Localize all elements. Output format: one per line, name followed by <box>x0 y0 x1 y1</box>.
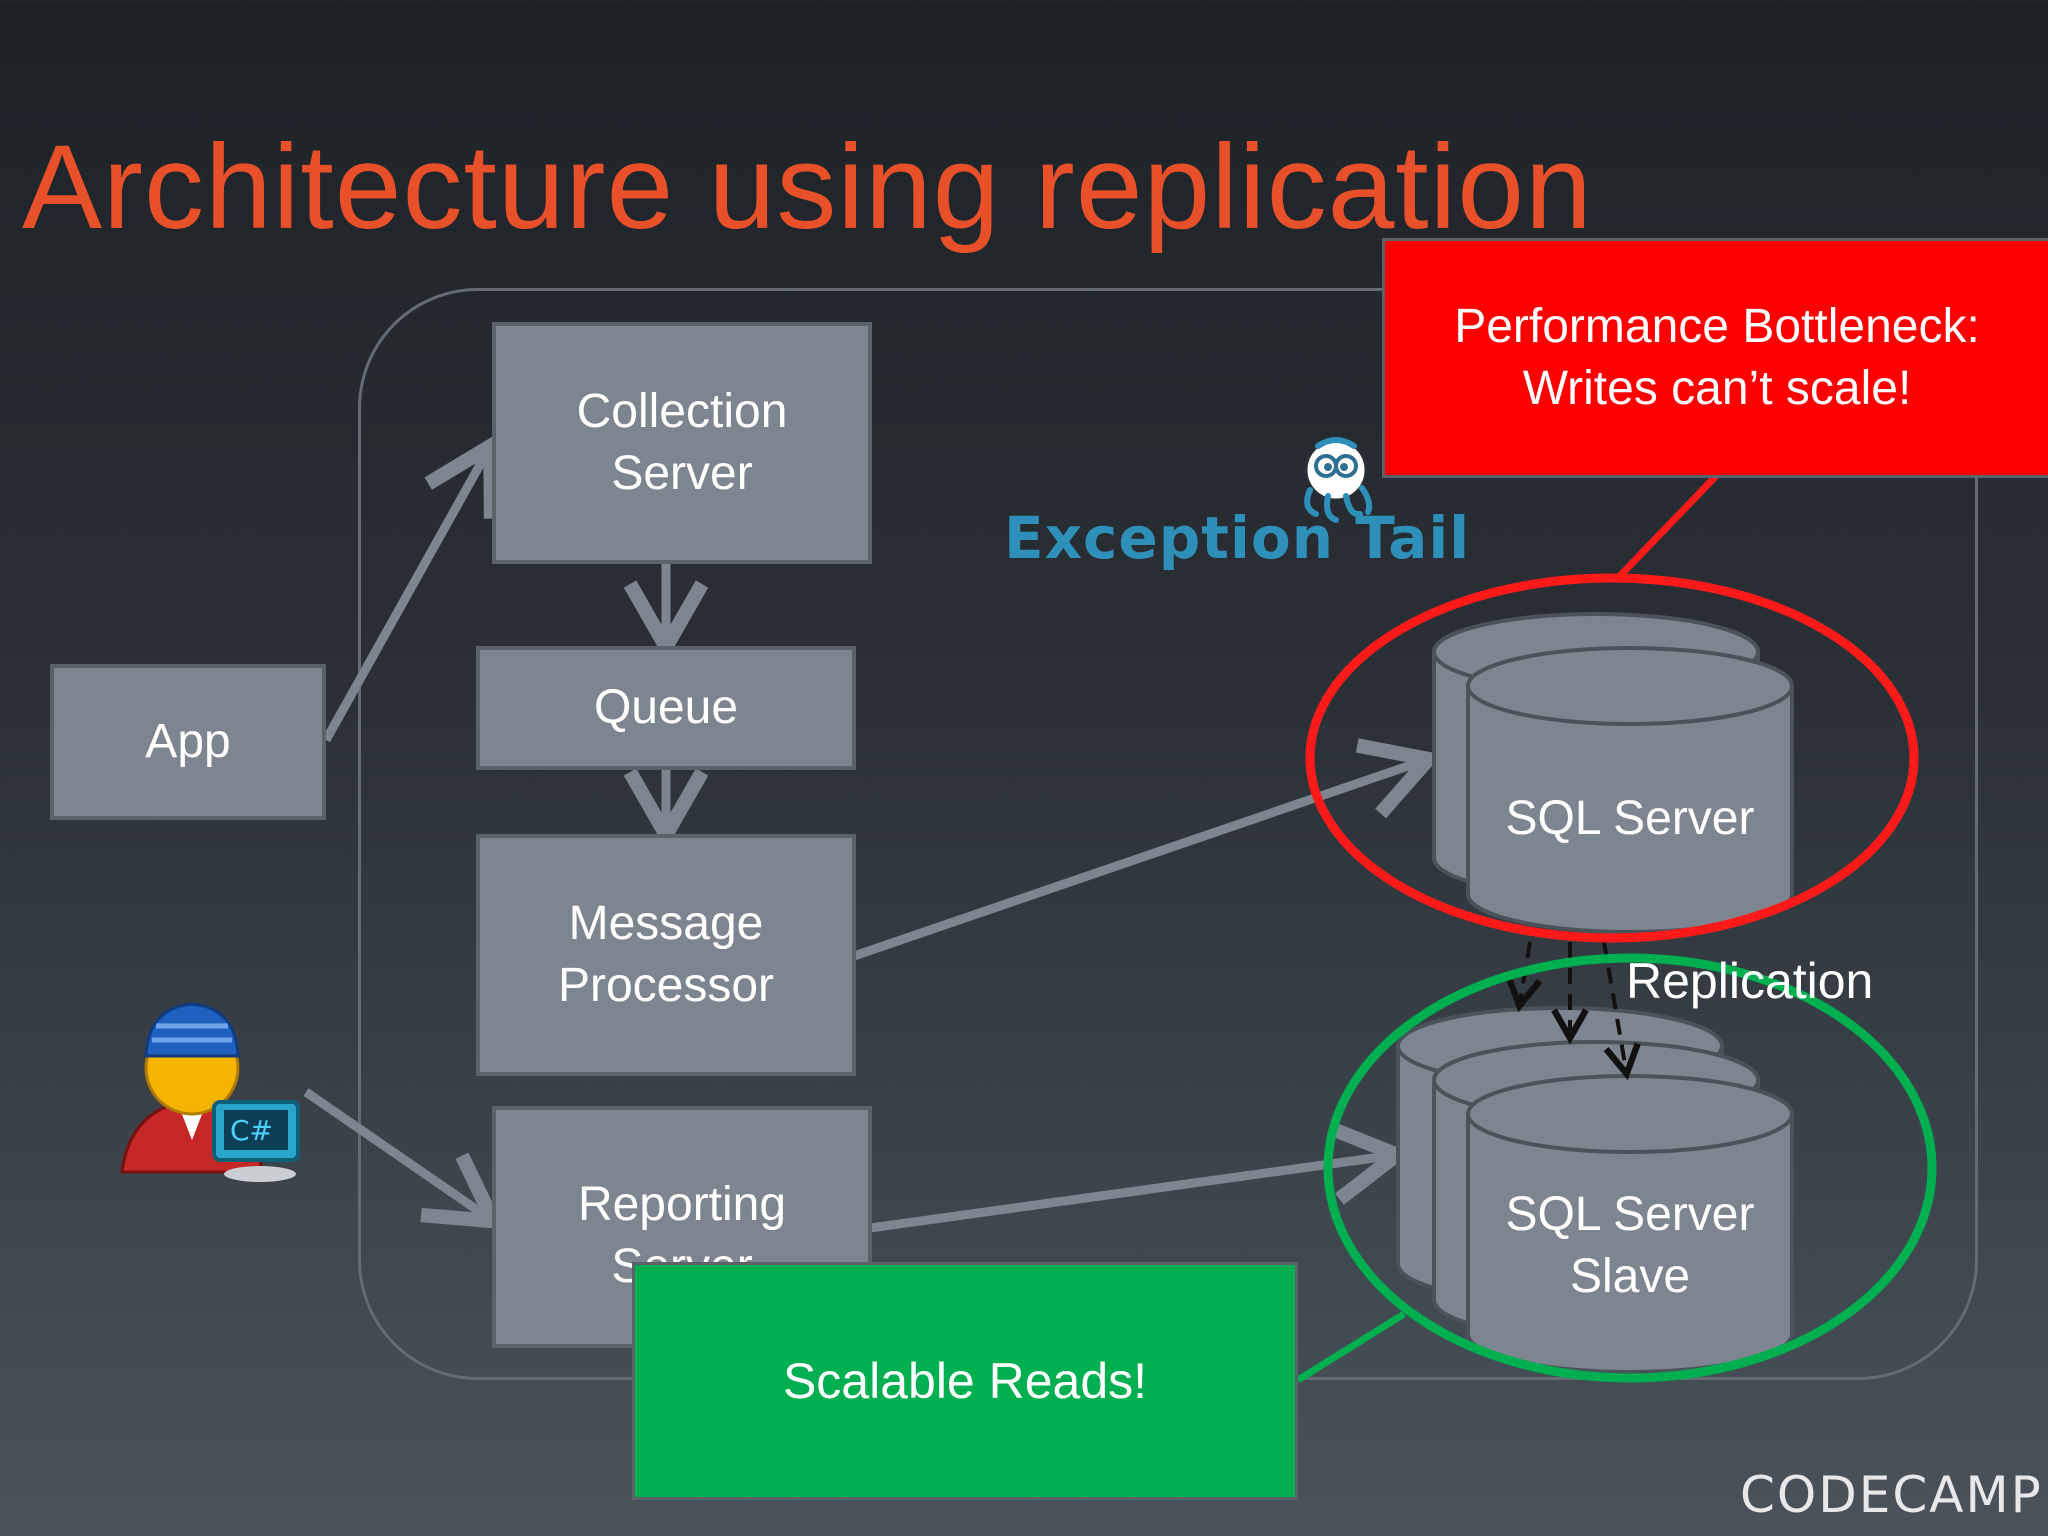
sql-server-slave-cylinder <box>1396 1006 1794 1374</box>
arrow-reporting-to-slave <box>869 1121 1412 1233</box>
message-processor-box: Message Processor <box>476 834 856 1076</box>
sql-server-cylinder <box>1432 612 1794 934</box>
bottleneck-callout: Performance Bottleneck: Writes can’t sca… <box>1382 238 2048 478</box>
bottleneck-connector <box>1613 473 1719 583</box>
exception-tail-logo: Exception Tail <box>1004 504 1471 572</box>
octopus-mascot-icon <box>1304 437 1373 523</box>
scalable-connector <box>1296 1311 1406 1383</box>
arrow-processor-to-sql <box>852 738 1443 961</box>
arrow-app-to-collection <box>322 433 499 743</box>
codecamp-logo: CODECAMP <box>1740 1466 2043 1524</box>
bottleneck-ellipse <box>1305 573 1919 943</box>
svg-text:C#: C# <box>230 1114 273 1147</box>
arrow-developer-to-reporting <box>303 1088 506 1230</box>
collection-server-box: Collection Server <box>492 322 872 564</box>
replication-arrow-3 <box>1602 941 1641 1081</box>
scalable-ellipse <box>1323 953 1937 1383</box>
sql-server-slave-label: SQL Server Slave <box>1505 1188 1755 1303</box>
queue-box: Queue <box>476 646 856 770</box>
slide-title: Architecture using replication <box>22 120 1593 254</box>
sql-server-label: SQL Server <box>1505 792 1755 845</box>
scalable-reads-callout: Scalable Reads! <box>632 1262 1298 1500</box>
developer-csharp-icon: C# <box>120 1002 300 1182</box>
app-box: App <box>50 664 326 820</box>
replication-label: Replication <box>1626 953 1874 1009</box>
